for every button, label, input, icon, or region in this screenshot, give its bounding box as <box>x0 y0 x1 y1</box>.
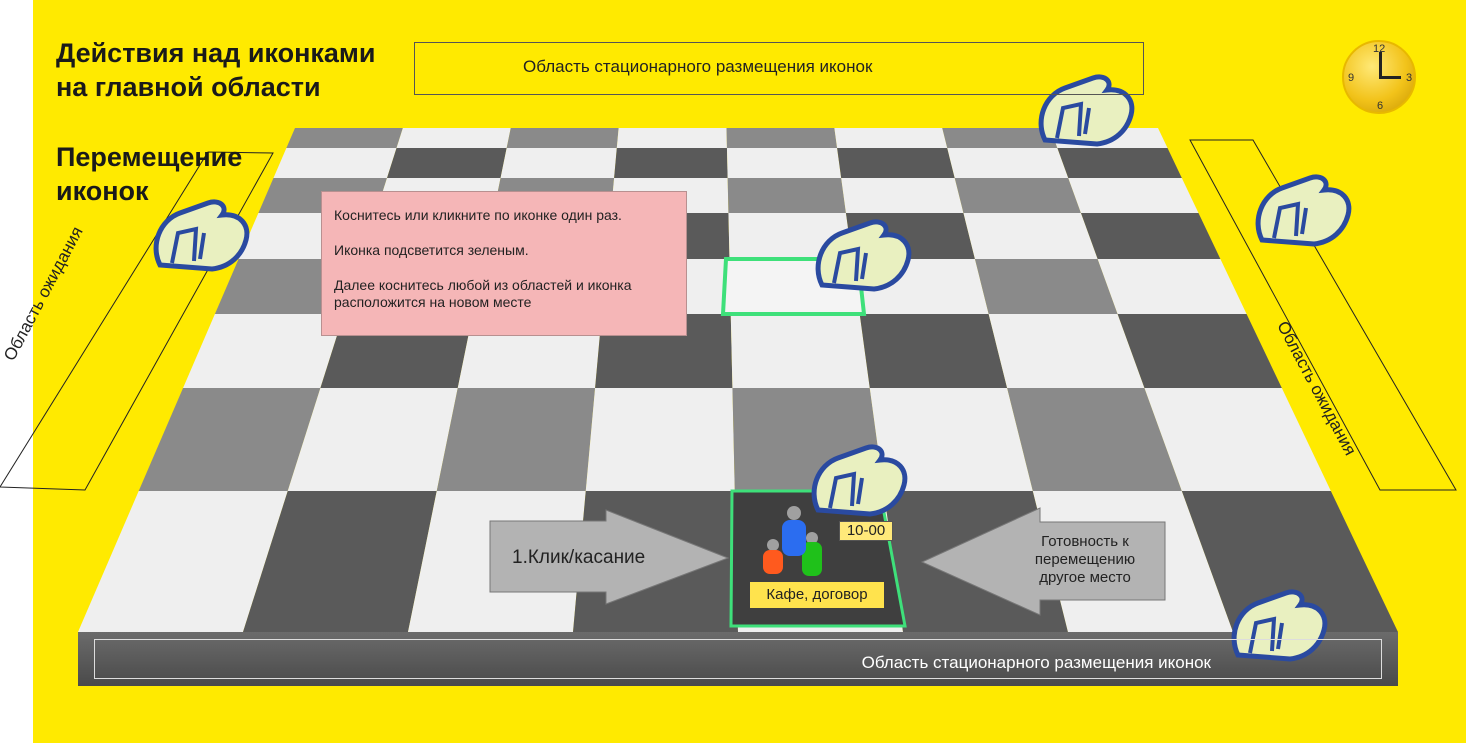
board-cell[interactable] <box>1181 491 1398 632</box>
board-cell[interactable] <box>837 148 955 178</box>
waiting-zone-right[interactable] <box>1189 139 1457 491</box>
click-arrow-label: 1.Клик/касание <box>512 547 646 568</box>
waiting-zone-left[interactable] <box>0 151 274 491</box>
board-cell[interactable] <box>616 128 727 148</box>
board-cell[interactable] <box>1144 388 1331 491</box>
hand-pointer-icon <box>811 444 908 517</box>
board-cell[interactable] <box>834 128 948 148</box>
board-cell[interactable] <box>954 178 1081 213</box>
board-cell[interactable] <box>988 314 1145 388</box>
board-cell[interactable] <box>1117 314 1282 388</box>
hand-pointer-icon <box>1231 589 1328 662</box>
hand-pointer-icon <box>815 219 912 292</box>
board-cell[interactable] <box>614 148 728 178</box>
bottom-zone-label: Область стационарного размещения иконок <box>861 653 1211 672</box>
page-title: Действия над иконками на главной области <box>56 38 376 102</box>
board-cell[interactable] <box>1097 259 1247 314</box>
clock-number: 12 <box>1373 43 1386 55</box>
people-group-icon[interactable] <box>763 506 822 576</box>
board-cell[interactable] <box>841 178 964 213</box>
click-arrow <box>489 509 730 605</box>
board-cell[interactable] <box>506 128 619 148</box>
board-cell[interactable] <box>974 259 1118 314</box>
board-cell[interactable] <box>78 491 288 632</box>
clock-number: 9 <box>1348 72 1355 84</box>
icon-time-badge: 10-00 <box>839 521 893 541</box>
board-cell[interactable] <box>396 128 511 148</box>
board-cell[interactable] <box>726 148 842 178</box>
board-cell[interactable] <box>947 148 1069 178</box>
board-cell[interactable] <box>273 148 397 178</box>
clock-hand <box>1379 52 1382 79</box>
hand-pointer-icon <box>1038 74 1135 147</box>
clock-number: 3 <box>1406 72 1413 84</box>
ready-arrow-label: Готовность к перемещению другое место <box>1034 533 1136 586</box>
board-cell[interactable] <box>942 128 1058 148</box>
instruction-line: Иконка подсветится зеленым. <box>334 242 529 258</box>
board-cell[interactable] <box>286 128 403 148</box>
board-front-edge <box>78 632 1398 686</box>
board-cell[interactable] <box>500 148 617 178</box>
board-cell[interactable] <box>387 148 507 178</box>
hand-pointer-icon <box>153 199 250 272</box>
board-cell[interactable] <box>1007 388 1182 491</box>
board-cell[interactable] <box>287 388 458 491</box>
board-cell[interactable] <box>869 388 1033 491</box>
board-cell[interactable] <box>727 178 846 213</box>
board-cell[interactable] <box>585 388 735 491</box>
board-cell[interactable] <box>963 213 1098 259</box>
section-subtitle: Перемещение иконок <box>56 142 243 206</box>
board-cell[interactable] <box>1057 148 1182 178</box>
instruction-line: Коснитесь или кликните по иконке один ра… <box>334 207 622 223</box>
instruction-line: Далее коснитесь любой из областей и икон… <box>334 277 632 310</box>
top-zone-label: Область стационарного размещения иконок <box>523 57 873 76</box>
ready-arrow <box>920 507 1166 616</box>
board-cell[interactable] <box>138 388 321 491</box>
board-cell[interactable] <box>243 491 437 632</box>
instructions-box: Коснитесь или кликните по иконке один ра… <box>321 191 687 336</box>
clock-icon: 12 3 6 9 <box>1342 40 1416 114</box>
board-cell[interactable] <box>726 128 838 148</box>
board-cell[interactable] <box>183 314 344 388</box>
board-cell[interactable] <box>1080 213 1221 259</box>
clock-hand <box>1379 76 1401 79</box>
board-cell[interactable] <box>436 388 596 491</box>
clock-number: 6 <box>1377 100 1384 112</box>
hand-pointer-icon <box>1255 174 1352 247</box>
board-cell[interactable] <box>730 314 870 388</box>
board-cell[interactable] <box>859 314 1008 388</box>
icon-caption: Кафе, договор <box>750 582 884 608</box>
bottom-stationary-zone[interactable]: Область стационарного размещения иконок <box>94 639 1382 679</box>
board-cell[interactable] <box>1068 178 1199 213</box>
top-stationary-zone[interactable]: Область стационарного размещения иконок <box>414 42 1144 95</box>
